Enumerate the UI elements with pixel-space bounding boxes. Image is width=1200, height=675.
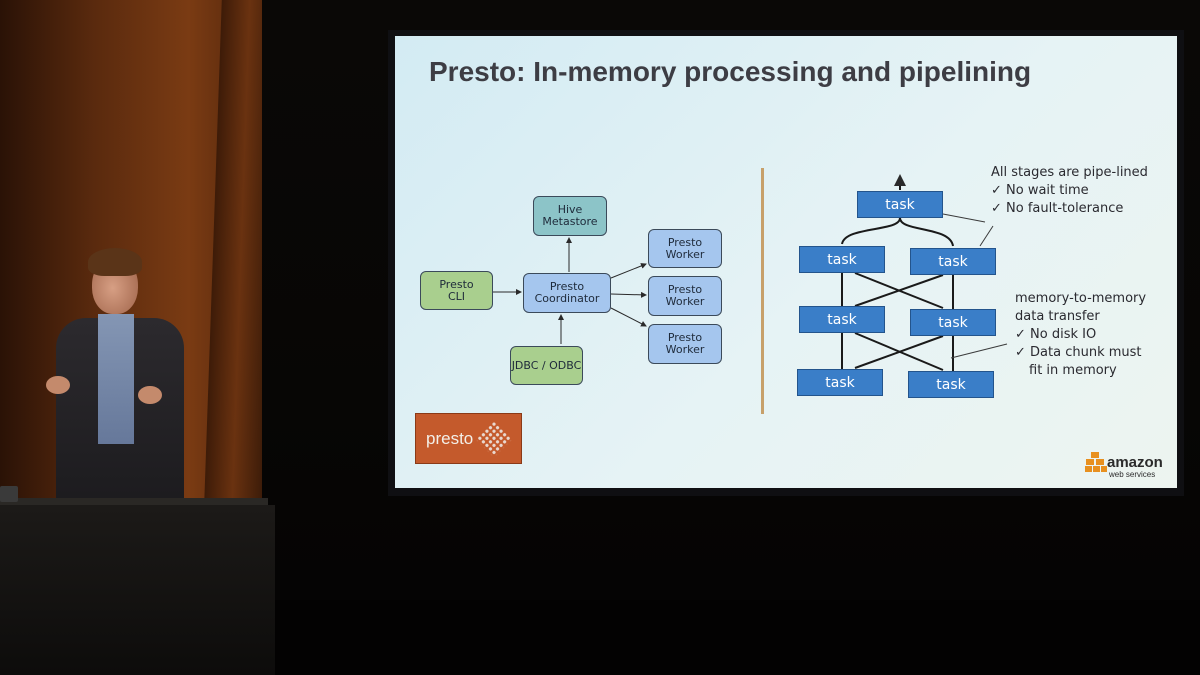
presto-cli-line-1: Presto xyxy=(439,277,474,291)
presenter-hand-left xyxy=(46,376,70,394)
hive-metastore-box: Hive Metastore xyxy=(533,196,607,236)
slide-title: Presto: In-memory processing and pipelin… xyxy=(429,56,1032,87)
aws-boxes-icon xyxy=(1085,452,1107,472)
aws-logo-word: amazon xyxy=(1107,454,1163,471)
hive-metastore-line-2: Metastore xyxy=(542,215,598,228)
presto-worker-box: Presto Worker xyxy=(648,276,722,316)
memory-note-item: fit in memory xyxy=(1029,363,1117,378)
presto-logo-text: presto xyxy=(426,428,474,448)
memory-note-heading: data transfer xyxy=(1015,309,1100,324)
laptop xyxy=(0,486,18,502)
task-box: task xyxy=(797,369,883,396)
aws-logo-subtitle: web services xyxy=(1109,470,1156,479)
memory-note: memory-to-memory data transfer ✓ No disk… xyxy=(1015,290,1146,380)
arrow-coordinator-to-worker-2 xyxy=(610,291,647,298)
presto-worker-line-1: Presto xyxy=(667,331,703,344)
pointer-pipeline-note xyxy=(942,213,986,223)
jdbc-odbc-box: JDBC / ODBC xyxy=(510,346,583,385)
task-box: task xyxy=(910,309,996,336)
presto-worker-line-2: Worker xyxy=(665,247,705,261)
presto-worker-box: Presto Worker xyxy=(648,229,722,268)
brace-top-to-left xyxy=(841,217,901,245)
presto-cli-line-2: CLI xyxy=(447,289,466,303)
brace-top-to-right xyxy=(899,217,954,247)
link-r1-l2 xyxy=(854,274,944,307)
memory-note-item: ✓ No disk IO xyxy=(1015,327,1097,342)
task-box: task xyxy=(799,306,885,333)
jdbc-odbc-label: JDBC / ODBC xyxy=(511,358,582,372)
presto-worker-line-2: Worker xyxy=(665,295,705,308)
presenter-hand-right xyxy=(138,386,162,404)
presto-coordinator-line-1: Presto xyxy=(549,280,585,293)
memory-note-item: ✓ Data chunk must xyxy=(1015,345,1142,360)
pointer-memory-note xyxy=(950,343,1008,359)
presto-logo-mark xyxy=(475,420,513,457)
presto-worker-line-2: Worker xyxy=(665,343,705,356)
task-box: task xyxy=(908,371,994,398)
podium xyxy=(0,505,275,675)
pipeline-note-item: ✓ No fault-tolerance xyxy=(991,201,1124,216)
hive-metastore-line-1: Hive xyxy=(557,203,583,216)
presentation-slide: Presto: In-memory processing and pipelin… xyxy=(395,36,1177,488)
pipeline-note: All stages are pipe-lined ✓ No wait time… xyxy=(991,164,1148,218)
architecture-connectors xyxy=(493,174,1008,371)
presenter-hair xyxy=(88,248,142,276)
memory-note-heading: memory-to-memory xyxy=(1015,291,1147,306)
task-box: task xyxy=(799,246,885,273)
task-box: task xyxy=(857,191,943,218)
presto-logo: presto xyxy=(415,413,522,464)
pipeline-note-item: ✓ No wait time xyxy=(991,183,1089,198)
presenter xyxy=(40,248,190,508)
link-r2-l3 xyxy=(854,335,944,369)
presto-cli-box: Presto CLI xyxy=(420,271,493,310)
presenter-shirt xyxy=(98,314,134,444)
arrow-coordinator-to-worker-3 xyxy=(610,307,647,327)
arrow-coordinator-to-worker-1 xyxy=(610,263,647,279)
aws-logo: amazon web services xyxy=(1085,450,1167,484)
pointer-pipeline-note-2 xyxy=(979,225,994,247)
floor xyxy=(270,600,1200,675)
presto-worker-box: Presto Worker xyxy=(648,324,722,364)
presto-worker-line-1: Presto xyxy=(667,283,703,296)
pipeline-note-heading: All stages are pipe-lined xyxy=(991,165,1148,180)
slide-divider xyxy=(761,168,764,414)
presto-coordinator-line-2: Coordinator xyxy=(534,292,600,305)
presto-worker-line-1: Presto xyxy=(667,235,703,249)
presto-coordinator-box: Presto Coordinator xyxy=(523,273,611,313)
task-box: task xyxy=(910,248,996,275)
